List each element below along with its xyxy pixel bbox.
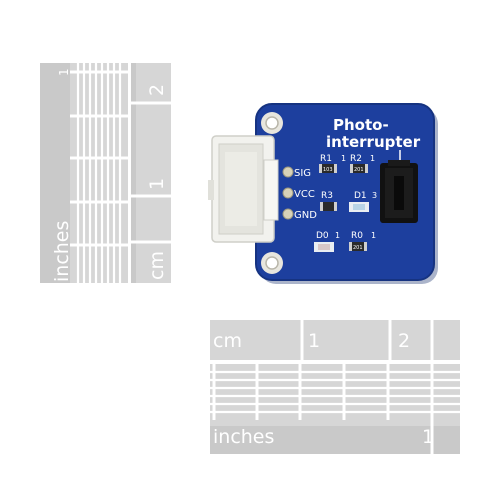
horizontal-cm-1-label: 1 xyxy=(308,330,320,352)
resistor-r2-code: 201 xyxy=(354,167,364,173)
label-d1: D1 xyxy=(354,191,367,201)
vertical-cm-2-label: 2 xyxy=(146,84,168,96)
resistor-r1-code: 103 xyxy=(323,167,333,173)
vertical-inches-label: inches xyxy=(51,221,73,282)
label-mark-3: 3 xyxy=(372,191,377,200)
resistor-r0: 201 xyxy=(349,242,367,251)
pin-label-vcc: VCC xyxy=(294,189,315,200)
label-mark-1d: 1 xyxy=(371,231,376,240)
label-mark-1a: 1 xyxy=(341,154,346,163)
resistor-r0-code: 201 xyxy=(353,245,363,251)
board-title-line-1: Photo- xyxy=(333,116,389,134)
horizontal-ruler: cm 1 2 inches 1 xyxy=(210,320,460,454)
mounting-hole-bottom xyxy=(261,252,283,274)
pin-label-sig: SIG xyxy=(294,168,311,179)
resistor-r2: 201 xyxy=(350,164,368,173)
label-d0: D0 xyxy=(316,231,329,241)
vertical-cm-1-label: 1 xyxy=(146,178,168,190)
board-title-line-2: interrupter xyxy=(326,133,421,151)
jst-connector xyxy=(208,135,279,243)
pin-label-gnd: GND xyxy=(294,210,317,221)
resistor-r3 xyxy=(320,202,337,211)
photo-interrupter-board: Photo- interrupter SIG VCC GND R1 1 R2 1… xyxy=(208,103,438,284)
vertical-cm-label: cm xyxy=(146,251,168,280)
label-mark-1b: 1 xyxy=(370,154,375,163)
label-r0: R0 xyxy=(351,231,363,241)
photo-interrupter-sensor xyxy=(380,150,418,223)
label-mark-1c: 1 xyxy=(335,231,340,240)
label-r2: R2 xyxy=(350,154,362,164)
mounting-hole-top xyxy=(261,112,283,134)
vertical-inch-1-label: 1 xyxy=(57,68,71,76)
resistor-r1: 103 xyxy=(319,164,337,173)
horizontal-inch-1-label: 1 xyxy=(422,426,434,448)
label-r3: R3 xyxy=(321,191,333,201)
horizontal-cm-label: cm xyxy=(213,330,242,352)
vertical-ruler: inches 1 cm 1 2 xyxy=(40,63,171,283)
led-d0 xyxy=(314,242,334,252)
led-d1 xyxy=(349,202,369,212)
label-r1: R1 xyxy=(320,154,332,164)
horizontal-cm-2-label: 2 xyxy=(398,330,410,352)
horizontal-inches-label: inches xyxy=(213,426,274,448)
